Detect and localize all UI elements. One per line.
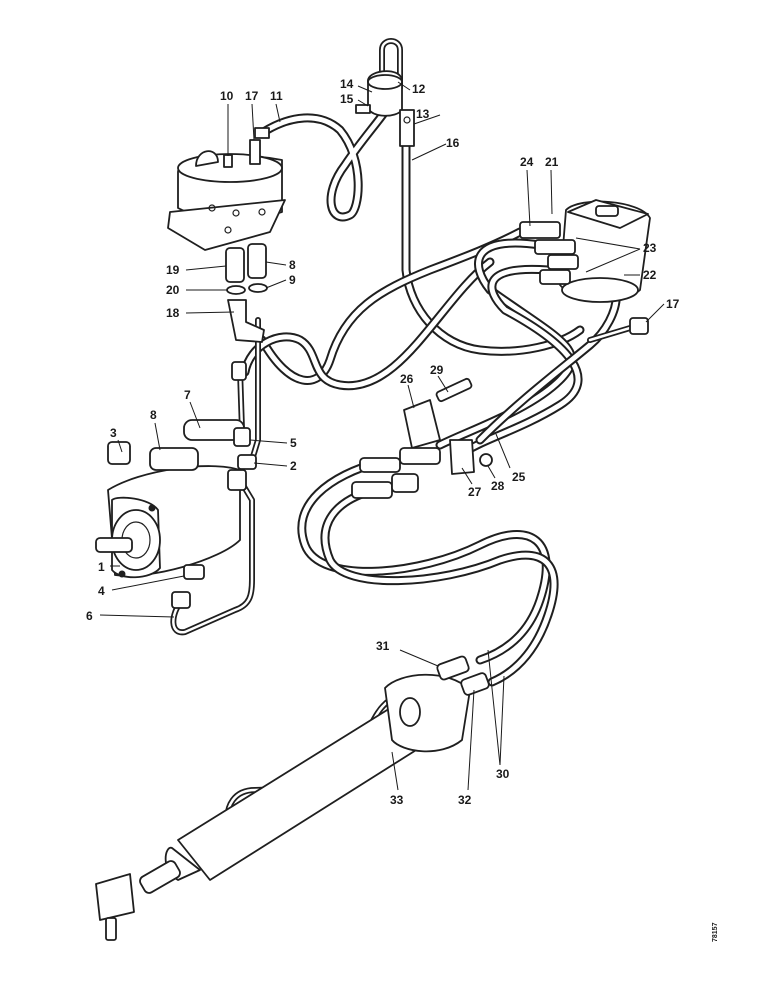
steering-ram xyxy=(95,655,490,941)
callout-c19: 19 xyxy=(166,263,180,277)
callout-c30: 30 xyxy=(496,767,510,781)
filter-head xyxy=(355,70,415,147)
leader-lines xyxy=(99,81,665,791)
callout-c23: 23 xyxy=(643,241,657,255)
callout-c9: 9 xyxy=(289,273,296,287)
callout-c25: 25 xyxy=(512,470,526,484)
callout-c11: 11 xyxy=(270,89,283,103)
hydraulic-pump xyxy=(95,361,257,609)
callout-c27: 27 xyxy=(468,485,482,499)
oil-reservoir xyxy=(167,127,286,251)
callout-c5: 5 xyxy=(290,436,297,450)
fittings-under-reservoir xyxy=(225,243,268,343)
callout-c14: 14 xyxy=(340,77,354,91)
callout-c8b: 8 xyxy=(150,408,157,422)
callout-c8a: 8 xyxy=(289,258,296,272)
drawing-code: 78157 xyxy=(712,922,719,942)
callout-c33: 33 xyxy=(390,793,404,807)
callout-c24: 24 xyxy=(520,155,534,169)
callout-c18: 18 xyxy=(166,306,180,320)
hose-lines xyxy=(170,38,643,828)
callout-c21: 21 xyxy=(545,155,559,169)
callout-c31: 31 xyxy=(376,639,390,653)
callout-c10: 10 xyxy=(220,89,234,103)
callout-c4: 4 xyxy=(98,584,105,598)
callout-c1: 1 xyxy=(98,560,105,574)
callout-c15: 15 xyxy=(340,92,354,106)
callout-c32: 32 xyxy=(458,793,472,807)
hose-clamp-assembly xyxy=(351,377,493,499)
callout-c26: 26 xyxy=(400,372,414,386)
callout-c17b: 17 xyxy=(666,297,680,311)
callout-c28: 28 xyxy=(491,479,505,493)
callout-c20: 20 xyxy=(166,283,180,297)
callout-c2: 2 xyxy=(290,459,297,473)
callout-c6: 6 xyxy=(86,609,93,623)
callout-c3: 3 xyxy=(110,426,117,440)
callout-c7: 7 xyxy=(184,388,191,402)
callout-c16: 16 xyxy=(446,136,460,150)
callout-c17a: 17 xyxy=(245,89,259,103)
callout-c12: 12 xyxy=(412,82,426,96)
callout-c13: 13 xyxy=(416,107,430,121)
callout-c29: 29 xyxy=(430,363,444,377)
steering-valve xyxy=(519,199,651,335)
callout-c22: 22 xyxy=(643,268,657,282)
